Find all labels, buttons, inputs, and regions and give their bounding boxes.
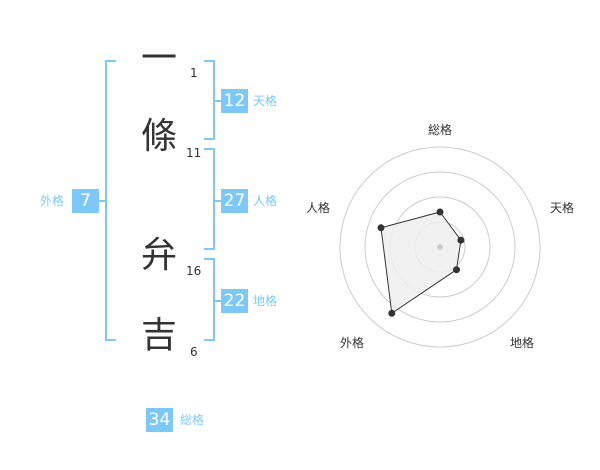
radar-label-gaikaku: 外格	[340, 335, 364, 350]
jinkaku-value: 27	[221, 189, 248, 213]
gaikaku-label: 外格	[40, 194, 65, 208]
soukaku-value: 34	[146, 408, 173, 432]
chikaku-value: 22	[221, 289, 248, 313]
stroke-count-3: 16	[186, 264, 202, 278]
radar-ring	[339, 146, 541, 348]
radar-center-dot	[437, 244, 443, 250]
gaikaku-value: 7	[72, 189, 99, 213]
stroke-count-4: 6	[190, 345, 198, 359]
name-char-3: 弁	[141, 235, 178, 276]
radar-point-chikaku	[453, 266, 460, 274]
name-char-1: 一	[141, 38, 178, 79]
radar-points	[377, 208, 465, 317]
tenkaku-label: 天格	[253, 94, 278, 108]
radar-ring	[364, 171, 516, 323]
radar-point-tenkaku	[457, 236, 465, 244]
radar-point-soukaku	[436, 208, 444, 216]
jinkaku-bracket	[204, 148, 215, 250]
stroke-count-2: 11	[186, 146, 202, 160]
name-char-2: 條	[141, 116, 178, 157]
radar-label-jinkaku: 人格	[306, 200, 330, 215]
soukaku-label: 総格	[180, 413, 205, 427]
name-char-4: 吉	[141, 315, 178, 356]
radar-point-jinkaku	[377, 224, 385, 232]
radar-polygon	[380, 211, 462, 315]
radar-rings	[339, 146, 541, 348]
stroke-count-1: 1	[190, 66, 198, 80]
radar-label-tenkaku: 天格	[550, 200, 574, 215]
radar-label-chikaku: 地格	[510, 335, 534, 350]
tenkaku-value: 12	[221, 89, 248, 113]
chikaku-bracket	[204, 258, 215, 341]
jinkaku-label: 人格	[253, 194, 278, 208]
chikaku-label: 地格	[253, 294, 278, 308]
radar-label-soukaku: 総格	[428, 122, 452, 137]
radar-point-gaikaku	[388, 309, 396, 317]
